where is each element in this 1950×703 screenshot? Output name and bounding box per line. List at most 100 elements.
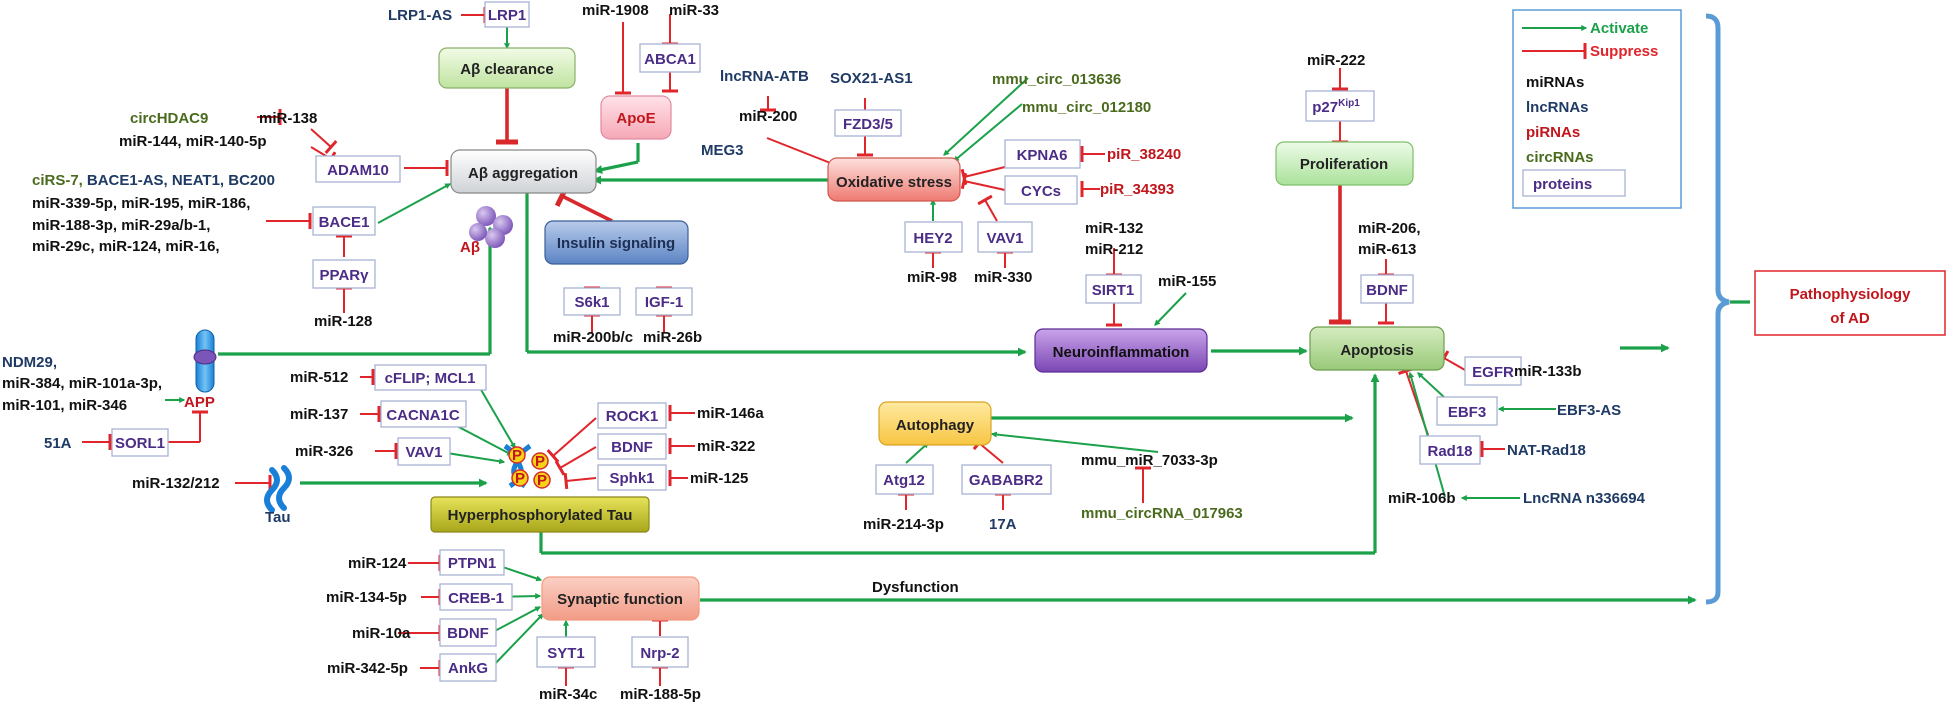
mir-214-3p: miR-214-3p [863,516,944,533]
abeta-ball [476,206,496,226]
mir-133b: miR-133b [1514,363,1582,380]
mir-138: miR-138 [259,110,317,127]
protein-p27: p27Kip1 [1312,98,1360,116]
mir-200: miR-200 [739,108,797,125]
mir-125: miR-125 [690,470,748,487]
protein-nrp2: Nrp-2 [640,645,679,662]
lnc-meg3: MEG3 [701,142,744,159]
legend-suppress: Suppress [1590,43,1658,60]
lnc-ebf3as: EBF3-AS [1557,402,1621,419]
circ-012180: mmu_circ_012180 [1022,99,1151,116]
autophagy-label: Autophagy [896,417,975,434]
pir-34393: piR_34393 [1100,181,1174,198]
bace-upstream-line: ciRS-7,BACE1-AS, NEAT1, BC200 [32,172,275,189]
apoptosis-label: Apoptosis [1340,342,1413,359]
mir-bace-line1: miR-339-5p, miR-195, miR-186, [32,195,250,212]
circ-017963: mmu_circRNA_017963 [1081,505,1243,522]
mir-124-syn: miR-124 [348,555,407,572]
neuroinflammation-label: Neuroinflammation [1053,344,1190,361]
legend: Activate Suppress miRNAs lncRNAs piRNAs … [1512,9,1682,209]
mir-342-5p: miR-342-5p [327,660,408,677]
protein-sorl1: SORL1 [115,435,165,452]
protein-cflip-mcl1: cFLIP; MCL1 [385,370,476,387]
protein-creb1: CREB-1 [448,590,504,607]
protein-bdnf-apop: BDNF [1366,282,1408,299]
circ-013636: mmu_circ_013636 [992,71,1121,88]
mir-144: miR-144, miR-140-5p [119,133,267,150]
protein-rad18: Rad18 [1427,443,1472,460]
mir-1908: miR-1908 [582,2,649,19]
phospho-tau-cluster: P P P P [503,443,551,489]
mir-146a: miR-146a [697,405,764,422]
protein-ptpn1: PTPN1 [448,555,496,572]
protein-bace1: BACE1 [319,214,370,231]
mir-app-line3: miR-101, miR-346 [2,397,127,414]
pir-38240: piR_38240 [1107,146,1181,163]
mir-222: miR-222 [1307,52,1365,69]
lnc-natrad18: NAT-Rad18 [1507,442,1586,459]
mir-212: miR-212 [1085,241,1143,258]
legend-activate: Activate [1590,20,1648,37]
abeta-aggregation-label: Aβ aggregation [468,165,578,182]
protein-bdnf-syn: BDNF [447,625,489,642]
svg-text:P: P [512,447,522,464]
legend-lncrnas: lncRNAs [1526,99,1589,116]
lnc-51a: 51A [44,435,72,452]
protein-vav1-ox: VAV1 [987,230,1024,247]
legend-proteins: proteins [1533,176,1592,193]
svg-text:P: P [535,453,545,470]
abeta-label: Aβ [460,239,480,256]
mir-bace-line3: miR-29c, miR-124, miR-16, [32,238,220,255]
protein-rock1: ROCK1 [606,408,659,425]
lnc-atb: lncRNA-ATB [720,68,809,85]
process-abeta-aggregation: Aβ aggregation [450,149,597,194]
outcome-line2: of AD [1830,310,1870,327]
mir-326: miR-326 [295,443,353,460]
protein-sirt1: SIRT1 [1092,282,1135,299]
mir-613: miR-613 [1358,241,1416,258]
protein-boxes: LRP1 ABCA1 ADAM10 BACE1 PPARγ FZD3/5 KPN… [111,1,1522,682]
process-proliferation: Proliferation [1275,141,1414,186]
protein-ebf3: EBF3 [1448,404,1486,421]
summary-bracket [1705,13,1730,605]
protein-cacna1c: CACNA1C [386,407,460,424]
mir-134-5p: miR-134-5p [326,589,407,606]
process-apoptosis: Apoptosis [1309,326,1445,371]
process-apoe: ApoE [600,95,672,140]
process-hyperphosphorylated-tau: Hyperphosphorylated Tau [430,496,650,533]
protein-ppar-gamma: PPARγ [320,267,370,284]
outcome-box: Pathophysiology of AD [1754,270,1946,336]
circ-hdac9: circHDAC9 [130,110,208,127]
synaptic-function-label: Synaptic function [557,591,683,608]
protein-vav1-tau: VAV1 [406,444,443,461]
lnc-sox21as1: SOX21-AS1 [830,70,913,87]
protein-syt1: SYT1 [547,645,585,662]
app-molecule: APP [184,329,217,411]
abeta-molecule: Aβ [460,206,513,256]
mir-106b: miR-106b [1388,490,1456,507]
mir-206: miR-206, [1358,220,1421,237]
tau-molecule: Tau [264,465,292,526]
mir-188-5p: miR-188-5p [620,686,701,703]
proliferation-label: Proliferation [1300,156,1388,173]
tau-label: Tau [265,509,291,526]
protein-sphk1: Sphk1 [609,470,654,487]
mir-bace-line2: miR-188-3p, miR-29a/b-1, [32,217,210,234]
outcome-line1: Pathophysiology [1790,286,1912,303]
insulin-signaling-label: Insulin signaling [557,235,675,252]
protein-cycs: CYCs [1021,183,1061,200]
mir-330: miR-330 [974,269,1032,286]
protein-gababr2: GABABR2 [969,472,1043,489]
protein-fzd3-5: FZD3/5 [843,116,893,133]
oxidative-stress-label: Oxidative stress [836,174,952,191]
process-insulin-signaling: Insulin signaling [544,220,689,265]
protein-adam10: ADAM10 [327,162,389,179]
protein-atg12: Atg12 [883,472,925,489]
mir-200bc: miR-200b/c [553,329,633,346]
mir-app-line2: miR-384, miR-101a-3p, [2,375,162,392]
mir-33: miR-33 [669,2,719,19]
protein-igf1: IGF-1 [645,294,683,311]
lnc-ndm29: NDM29, [2,354,57,371]
mir-10a: miR-10a [352,625,411,642]
legend-circrnas: circRNAs [1526,149,1594,166]
